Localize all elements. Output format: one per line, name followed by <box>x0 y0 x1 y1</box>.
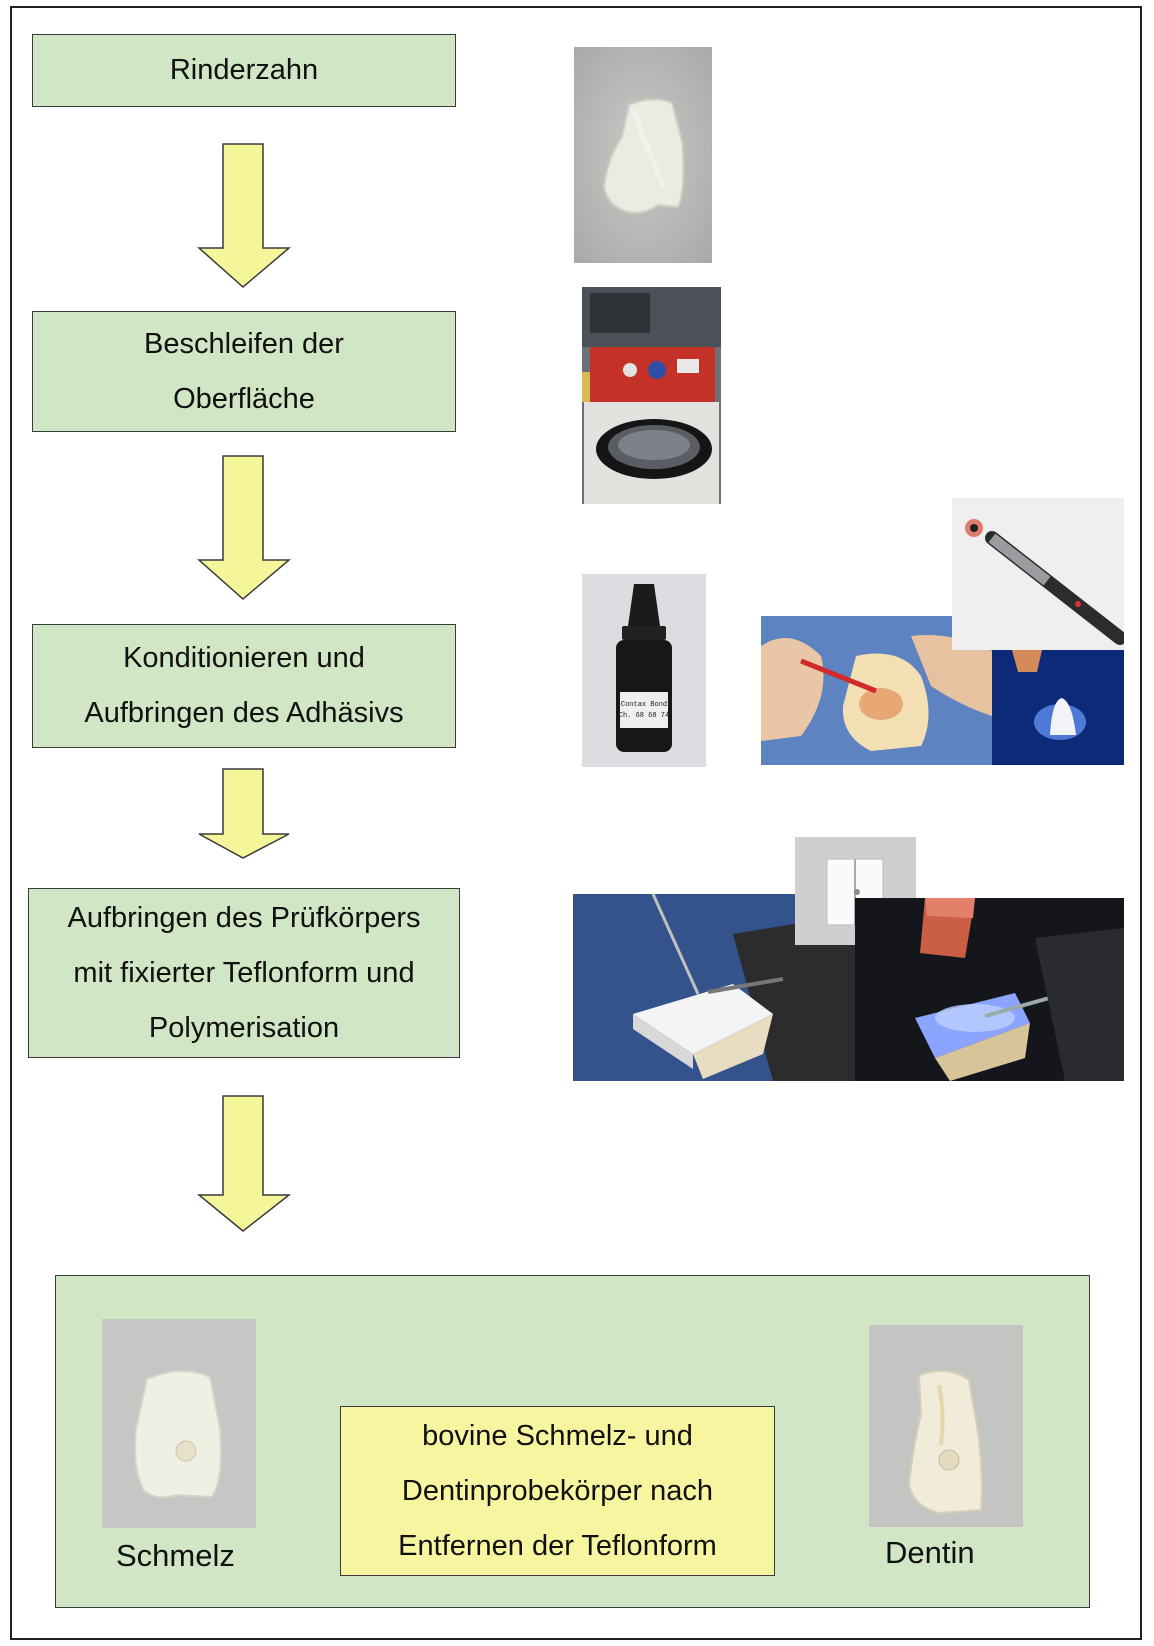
bottle-label-line-2: Ch. 68 68 74 <box>619 712 669 720</box>
step-box-beschleifen: Beschleifen der Oberfläche <box>32 311 456 432</box>
photo-dentin-specimen <box>869 1325 1023 1527</box>
result-line-2: Dentinprobekörper nach <box>401 1474 714 1507</box>
caption-dentin: Dentin <box>885 1535 975 1570</box>
step-3-line-2: Aufbringen des Adhäsivs <box>84 697 404 729</box>
step-box-pruefkoerper: Aufbringen des Prüfkörpers mit fixierter… <box>28 888 460 1058</box>
result-description-box: bovine Schmelz- und Dentinprobekörper na… <box>340 1406 775 1576</box>
down-arrow-1 <box>197 143 292 288</box>
bottle-label-line-1: Contax Bond <box>621 701 667 709</box>
step-2-line-1: Beschleifen der <box>144 327 344 360</box>
down-arrow-3 <box>198 768 290 859</box>
result-line-1: bovine Schmelz- und <box>422 1419 693 1452</box>
caption-schmelz: Schmelz <box>116 1538 235 1573</box>
diagram-frame <box>10 6 1142 1640</box>
step-4-line-1: Aufbringen des Prüfkörpers <box>67 901 421 934</box>
photo-enamel-specimen <box>102 1319 256 1528</box>
step-box-rinderzahn: Rinderzahn <box>32 34 456 107</box>
step-4-line-3: Polymerisation <box>148 1011 340 1044</box>
photo-curing-tooth <box>992 650 1124 765</box>
photo-bovine-tooth <box>574 47 712 263</box>
step-4-line-2: mit fixierter Teflonform und <box>73 956 415 989</box>
down-arrow-4 <box>196 1095 292 1232</box>
step-3-line-1: Konditionieren und <box>123 642 365 674</box>
down-arrow-2 <box>197 455 292 600</box>
photo-adhesive-bottle: Contax Bond Ch. 68 68 74 <box>582 574 706 767</box>
result-line-3: Entfernen der Teflonform <box>398 1529 717 1562</box>
step-1-line-1: Rinderzahn <box>169 54 319 86</box>
photo-polymerisation <box>855 898 1124 1081</box>
step-2-line-2: Oberfläche <box>173 382 315 415</box>
step-box-konditionieren: Konditionieren und Aufbringen des Adhäsi… <box>32 624 456 748</box>
photo-curing-light <box>952 498 1124 650</box>
photo-grinding-machine <box>582 287 721 504</box>
